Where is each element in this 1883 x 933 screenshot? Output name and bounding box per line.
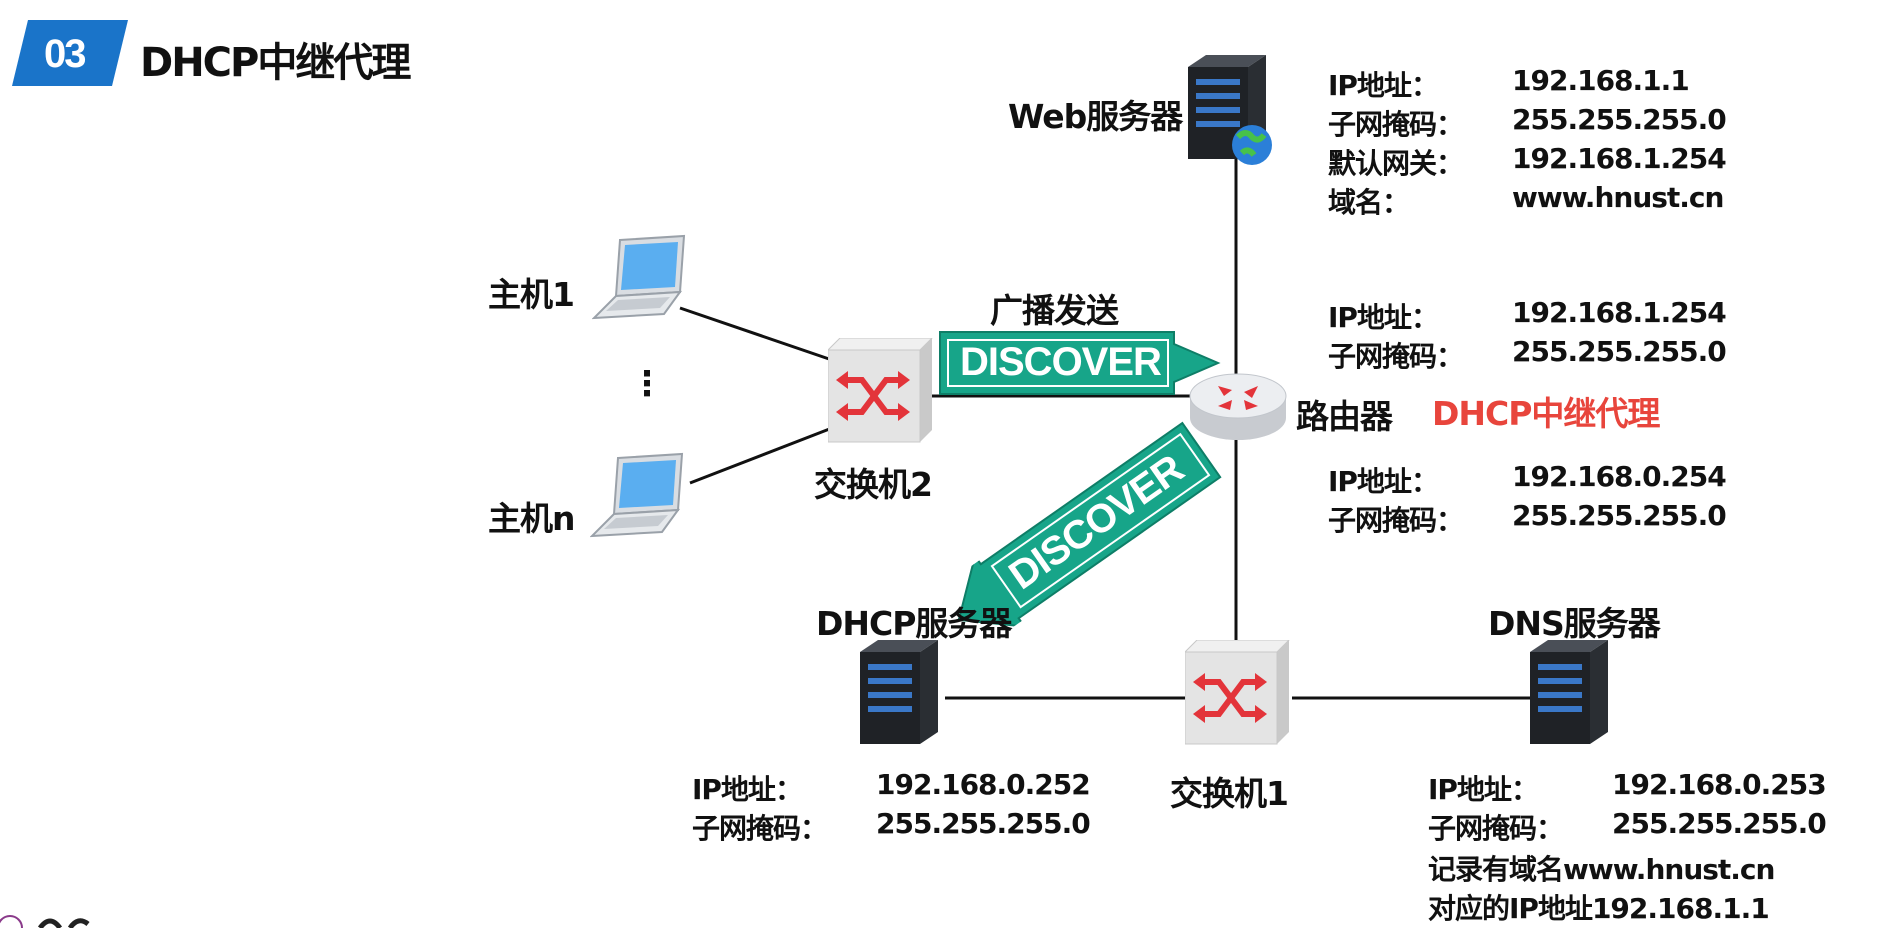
dhcp-ip-value: 192.168.0.252 bbox=[876, 768, 1091, 801]
router-upper-mask-value: 255.255.255.0 bbox=[1512, 335, 1727, 368]
dns-record-note-line1: 记录有域名www.hnust.cn bbox=[1428, 853, 1775, 886]
dhcp-ip-key: IP地址： bbox=[692, 773, 803, 806]
discover-down-arrow: DISCOVER bbox=[936, 419, 1224, 652]
dhcp-server-label: DHCP服务器 bbox=[816, 604, 1012, 643]
router-upper-ip-key: IP地址： bbox=[1328, 301, 1439, 334]
discover-right-arrow: DISCOVER bbox=[938, 330, 1224, 401]
web-mask-key: 子网掩码： bbox=[1328, 108, 1464, 141]
switch1-label: 交换机1 bbox=[1170, 774, 1289, 813]
section-number: 03 bbox=[44, 32, 86, 76]
web-gateway-key: 默认网关： bbox=[1328, 147, 1464, 180]
router-lower-mask-value: 255.255.255.0 bbox=[1512, 499, 1727, 532]
host1-label: 主机1 bbox=[488, 275, 575, 314]
discover-right-text: DISCOVER bbox=[960, 340, 1162, 384]
web-mask-value: 255.255.255.0 bbox=[1512, 103, 1727, 136]
switch2-label: 交换机2 bbox=[814, 465, 933, 504]
router-upper-ip-value: 192.168.1.254 bbox=[1512, 296, 1727, 329]
web-ip-value: 192.168.1.1 bbox=[1512, 64, 1690, 97]
section-badge: 03 bbox=[12, 20, 128, 91]
web-domain-key: 域名： bbox=[1328, 186, 1410, 219]
web-ip-key: IP地址： bbox=[1328, 69, 1439, 102]
dns-ip-key: IP地址： bbox=[1428, 773, 1539, 806]
dns-mask-key: 子网掩码： bbox=[1428, 812, 1564, 845]
switch1-icon bbox=[1183, 639, 1293, 753]
dhcp-mask-key: 子网掩码： bbox=[692, 812, 828, 845]
page-title: DHCP中继代理 bbox=[140, 40, 411, 86]
broadcast-label: 广播发送 bbox=[990, 291, 1119, 330]
router-lower-ip-value: 192.168.0.254 bbox=[1512, 460, 1727, 493]
router-icon bbox=[1188, 370, 1288, 455]
wire-hostn-switch2 bbox=[689, 426, 833, 485]
hostn-laptop-icon bbox=[589, 452, 686, 553]
router-label: 路由器 bbox=[1296, 397, 1393, 436]
dhcp-server-icon bbox=[860, 640, 946, 753]
web-domain-value: www.hnust.cn bbox=[1512, 181, 1724, 214]
dns-server-label: DNS服务器 bbox=[1488, 604, 1661, 643]
web-server-label: Web服务器 bbox=[1008, 97, 1183, 136]
wire-host1-switch2 bbox=[679, 306, 833, 362]
dns-server-icon bbox=[1530, 640, 1616, 753]
dhcp-mask-value: 255.255.255.0 bbox=[876, 807, 1091, 840]
switch2-icon bbox=[826, 337, 936, 451]
hosts-ellipsis: ⋮ bbox=[630, 364, 664, 404]
router-role-label: DHCP中继代理 bbox=[1432, 394, 1660, 433]
dns-mask-value: 255.255.255.0 bbox=[1612, 807, 1827, 840]
web-gateway-value: 192.168.1.254 bbox=[1512, 142, 1727, 175]
router-lower-mask-key: 子网掩码： bbox=[1328, 504, 1464, 537]
router-lower-ip-key: IP地址： bbox=[1328, 465, 1439, 498]
router-upper-mask-key: 子网掩码： bbox=[1328, 340, 1464, 373]
host1-laptop-icon bbox=[591, 234, 688, 335]
hostn-label: 主机n bbox=[488, 499, 575, 538]
corner-logo bbox=[0, 912, 200, 933]
dns-record-note-line2: 对应的IP地址192.168.1.1 bbox=[1428, 892, 1770, 925]
dns-ip-value: 192.168.0.253 bbox=[1612, 768, 1827, 801]
web-server-icon bbox=[1188, 55, 1298, 170]
